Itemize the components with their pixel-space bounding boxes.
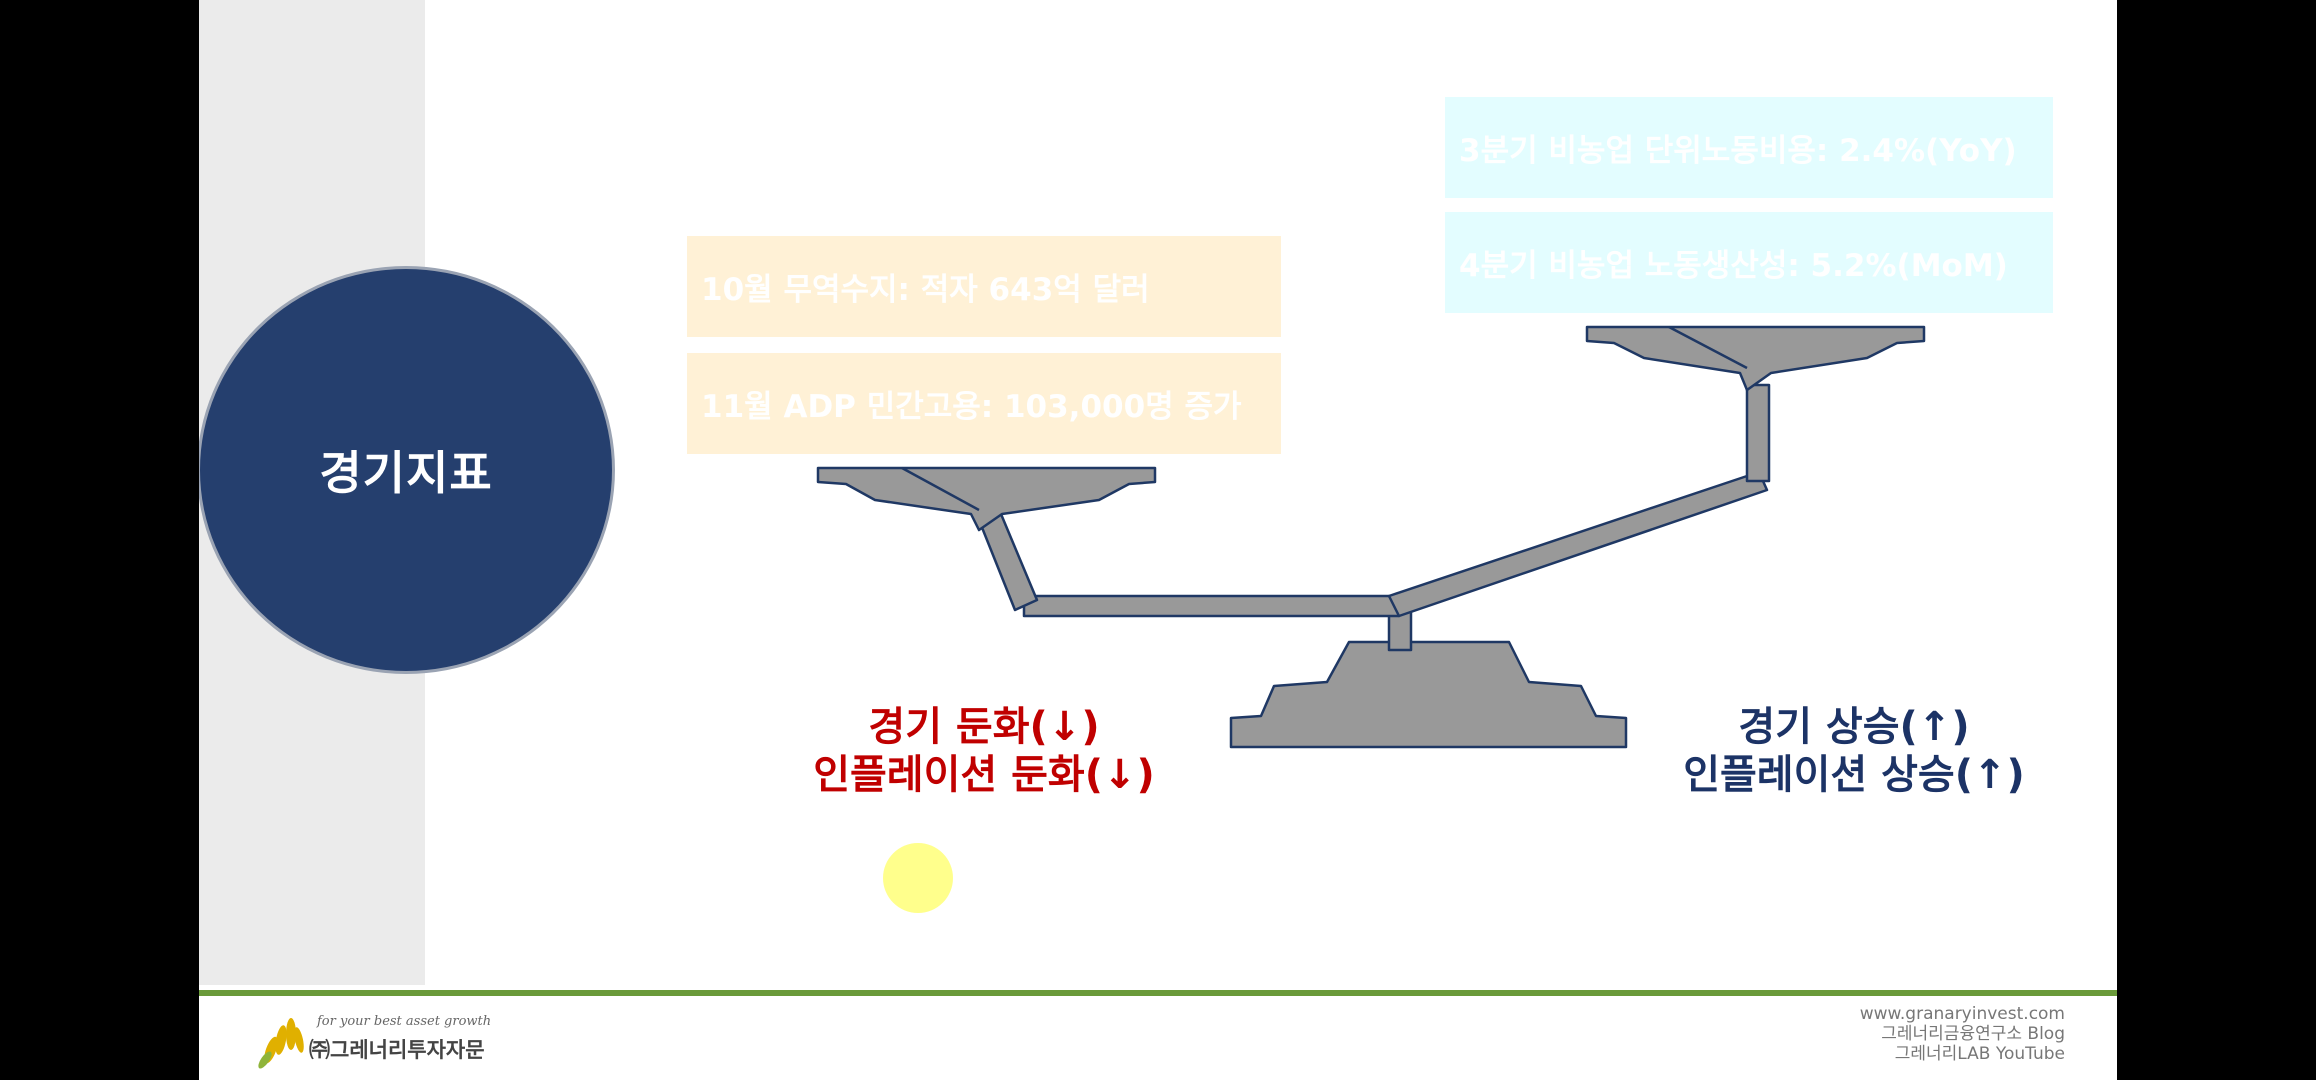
left-indicator-text-1: 10월 무역수지: 적자 643억 달러 [701, 272, 1150, 308]
scale-left-arm [977, 512, 1039, 612]
website-link[interactable]: www.granaryinvest.com [1859, 1004, 2065, 1024]
circle-title: 경기지표 [319, 446, 493, 500]
right-outcome-line-2: 인플레이션 상승(↑) [1683, 752, 2025, 798]
logo-tagline: for your best asset growth [317, 1014, 492, 1029]
footer: for your best asset growth ㈜그레너리투자자문 www… [199, 996, 2117, 1080]
right-indicator-box-2: 4분기 비농업 노동생산성: 5.2%(MoM) [1445, 212, 2053, 313]
scale-right-arm [1745, 383, 1771, 483]
left-outcome-label: 경기 둔화(↓) 인플레이션 둔화(↓) [759, 703, 1209, 799]
company-logo: for your best asset growth ㈜그레너리투자자문 [255, 1010, 555, 1074]
company-name: ㈜그레너리투자자문 [309, 1038, 485, 1062]
right-indicator-box-1: 3분기 비농업 단위노동비용: 2.4%(YoY) [1445, 97, 2053, 198]
right-outcome-line-1: 경기 상승(↑) [1738, 704, 1970, 750]
left-outcome-line-2: 인플레이션 둔화(↓) [813, 752, 1155, 798]
balance-scale-icon [816, 325, 1926, 749]
footer-divider [199, 990, 2117, 996]
left-outcome-line-1: 경기 둔화(↓) [868, 704, 1100, 750]
right-indicator-text-2: 4분기 비농업 노동생산성: 5.2%(MoM) [1459, 248, 2008, 284]
blog-link[interactable]: 그레너리금융연구소 Blog [1881, 1024, 2065, 1044]
scale-left-pan [816, 466, 1157, 532]
pointer-highlight [883, 843, 953, 913]
title-circle: 경기지표 [199, 266, 615, 674]
footer-links: www.granaryinvest.com 그레너리금융연구소 Blog 그레너… [1860, 1004, 2065, 1064]
right-outcome-label: 경기 상승(↑) 인플레이션 상승(↑) [1619, 703, 2089, 799]
wheat-icon [258, 1018, 304, 1069]
scale-right-beam [1387, 470, 1769, 618]
left-indicator-box-1: 10월 무역수지: 적자 643억 달러 [687, 236, 1281, 337]
scale-base [1229, 640, 1628, 749]
scale-left-beam [1022, 594, 1401, 618]
left-indicator-text-2: 11월 ADP 민간고용: 103,000명 증가 [701, 389, 1242, 425]
scale-right-pan [1585, 325, 1926, 392]
slide: 경기지표 10월 무역수지: 적자 643억 달러 11월 ADP 민간고용: … [199, 0, 2117, 1080]
left-indicator-box-2: 11월 ADP 민간고용: 103,000명 증가 [687, 353, 1281, 454]
right-indicator-text-1: 3분기 비농업 단위노동비용: 2.4%(YoY) [1459, 133, 2017, 169]
youtube-link[interactable]: 그레너리LAB YouTube [1894, 1044, 2065, 1064]
